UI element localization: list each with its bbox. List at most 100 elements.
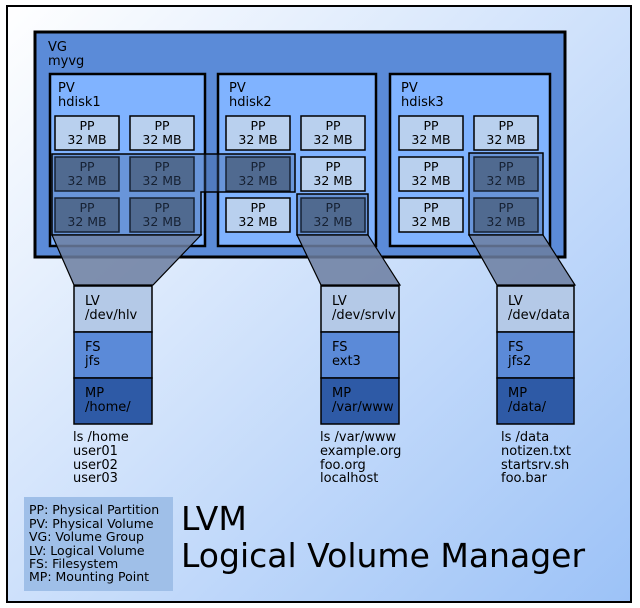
pp-rect (54, 156, 120, 192)
mp-label: MP (332, 386, 351, 401)
pp-label: PP (154, 118, 170, 133)
pp-rect (398, 156, 464, 192)
pv-label: PV (229, 81, 246, 96)
pp-label: PP (423, 159, 439, 174)
pp-rect (473, 156, 539, 192)
fs-name: jfs (84, 354, 100, 369)
vg-label: VG (48, 40, 67, 55)
pp-rect (473, 115, 539, 151)
stack-www: LV /dev/srvlv FS ext3 MP /var/www ls /va… (320, 285, 401, 486)
listing-line: notizen.txt (501, 444, 571, 459)
pp-size: 32 MB (238, 173, 277, 188)
pp-label: PP (423, 200, 439, 215)
pp-label: PP (325, 118, 341, 133)
listing-line: user01 (73, 444, 118, 459)
fs-name: ext3 (332, 354, 361, 369)
pp-rect (398, 197, 464, 233)
pp-size: 32 MB (67, 132, 106, 147)
pp-label: PP (498, 159, 514, 174)
legend-item: VG: Volume Group (29, 529, 144, 544)
listing-line: foo.bar (501, 471, 548, 486)
pv-name: hdisk3 (401, 95, 444, 110)
pp-rect (225, 156, 291, 192)
lv-funnel-hlv (51, 153, 296, 286)
pp-rect (300, 115, 366, 151)
pv-name: hdisk1 (58, 95, 101, 110)
pp-size: 32 MB (411, 132, 450, 147)
pp-rect (225, 115, 291, 151)
legend-item: PV: Physical Volume (29, 516, 154, 531)
pp-size: 32 MB (238, 214, 277, 229)
mp-name: /var/www (332, 400, 394, 415)
listing-line: localhost (320, 471, 378, 486)
pp-size: 32 MB (142, 132, 181, 147)
listing-line: ls /var/www (320, 430, 397, 445)
title-line1: LVM (181, 499, 247, 538)
pp-rect (225, 197, 291, 233)
pp-label: PP (79, 159, 95, 174)
lv-name: /dev/data (508, 308, 570, 323)
pp-label: PP (325, 159, 341, 174)
pp-size: 32 MB (67, 214, 106, 229)
lv-funnel-data (467, 152, 577, 286)
pp-rect (398, 115, 464, 151)
pp-label: PP (423, 118, 439, 133)
pp-label: PP (498, 200, 514, 215)
pp-label: PP (250, 159, 266, 174)
pp-rect (300, 197, 366, 233)
legend-item: PP: Physical Partition (29, 502, 159, 517)
pp-size: 32 MB (142, 173, 181, 188)
pp-rect (129, 197, 195, 233)
pv-name: hdisk2 (229, 95, 272, 110)
legend-item: FS: Filesystem (29, 556, 118, 571)
pp-rect (300, 156, 366, 192)
pp-rect (54, 115, 120, 151)
pp-size: 32 MB (411, 214, 450, 229)
legend-item: MP: Mounting Point (29, 569, 149, 584)
mp-label: MP (85, 386, 104, 401)
mp-label: MP (508, 386, 527, 401)
listing-line: example.org (320, 444, 401, 459)
listing-line: startsrv.sh (501, 458, 569, 473)
listing-line: user03 (73, 471, 118, 486)
stack-data: LV /dev/data FS jfs2 MP /data/ ls /data … (496, 285, 575, 486)
pp-rect (473, 197, 539, 233)
listing-line: user02 (73, 458, 118, 473)
pp-size: 32 MB (486, 132, 525, 147)
pv-label: PV (401, 81, 418, 96)
pp-label: PP (79, 200, 95, 215)
fs-label: FS (508, 340, 524, 355)
pp-size: 32 MB (67, 173, 106, 188)
vg-name: myvg (48, 54, 84, 69)
lv-name: /dev/hlv (85, 308, 138, 323)
pp-rect (129, 115, 195, 151)
pp-label: PP (79, 118, 95, 133)
fs-name: jfs2 (507, 354, 531, 369)
title-line2: Logical Volume Manager (181, 536, 585, 575)
pp-size: 32 MB (313, 173, 352, 188)
lv-label: LV (85, 294, 100, 309)
mp-name: /home/ (85, 400, 131, 415)
pp-rect (54, 197, 120, 233)
pp-size: 32 MB (238, 132, 277, 147)
stack-home: LV /dev/hlv FS jfs MP /home/ ls /home us… (73, 285, 153, 486)
pp-label: PP (154, 159, 170, 174)
fs-label: FS (85, 340, 101, 355)
pp-label: PP (325, 200, 341, 215)
